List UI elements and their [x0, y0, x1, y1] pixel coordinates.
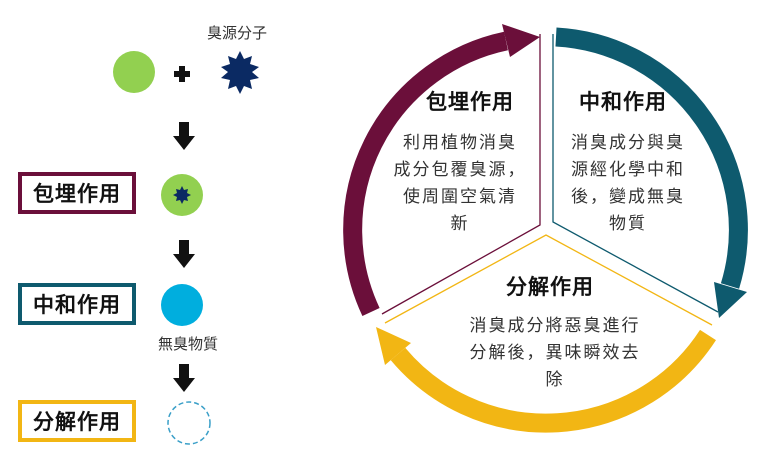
divider-yellow — [384, 234, 713, 326]
section-description: 消臭成分將惡臭進行 分解後，異味瞬效去 除 — [440, 313, 670, 394]
description-line: 後，變成無臭 — [571, 187, 685, 207]
description-line: 消臭成分將惡臭進行 — [469, 316, 641, 336]
odor-source-label: 臭源分子 — [207, 24, 268, 42]
section-description: 利用植物消臭 成分包覆臭源， 使周圍空氣清 新 — [380, 130, 540, 238]
description-line: 物質 — [609, 214, 647, 234]
divider-teal — [552, 34, 719, 313]
plant-ingredient-circle — [113, 51, 155, 93]
decomposed-dashed-circle — [167, 401, 211, 445]
cycle-section-neutralization: 中和作用 消臭成分與臭 源經化學中和 後，變成無臭 物質 — [558, 86, 698, 238]
down-arrow-icon — [173, 240, 195, 268]
odorless-substance-circle — [161, 284, 203, 326]
plus-icon — [174, 66, 190, 82]
section-title: 中和作用 — [579, 90, 667, 114]
odor-molecule-star-icon — [221, 51, 259, 94]
description-line: 消臭成分與臭 — [571, 133, 685, 153]
description-line: 源經化學中和 — [571, 160, 685, 180]
description-line: 除 — [545, 370, 565, 390]
small-star-icon — [173, 186, 191, 204]
teal-cycle-arrow — [555, 27, 748, 318]
step-box-encapsulation: 包埋作用 — [18, 172, 136, 214]
down-arrow-icon — [173, 122, 195, 150]
description-line: 成分包覆臭源， — [393, 160, 527, 180]
description-line: 新 — [450, 214, 470, 234]
section-description: 消臭成分與臭 源經化學中和 後，變成無臭 物質 — [558, 130, 698, 238]
section-title: 分解作用 — [506, 275, 594, 299]
step-box-decomposition: 分解作用 — [18, 400, 136, 442]
odorless-substance-label: 無臭物質 — [158, 335, 219, 353]
description-line: 分解後，異味瞬效去 — [469, 343, 641, 363]
cycle-section-encapsulation: 包埋作用 利用植物消臭 成分包覆臭源， 使周圍空氣清 新 — [380, 86, 540, 238]
yellow-cycle-arrow — [376, 327, 716, 433]
description-line: 使周圍空氣清 — [403, 187, 517, 207]
purple-cycle-arrow — [343, 24, 540, 317]
description-line: 利用植物消臭 — [403, 133, 517, 153]
down-arrow-icon — [173, 364, 195, 392]
step-box-neutralization: 中和作用 — [18, 283, 136, 325]
section-title: 包埋作用 — [426, 90, 514, 114]
cycle-section-decomposition: 分解作用 消臭成分將惡臭進行 分解後，異味瞬效去 除 — [440, 271, 670, 394]
divider-purple — [381, 34, 541, 315]
